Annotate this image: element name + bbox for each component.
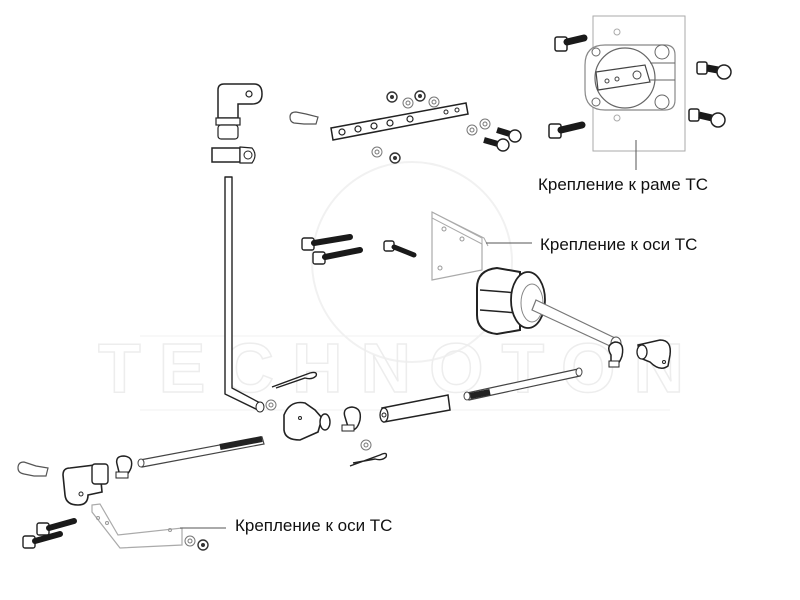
washer	[360, 439, 372, 451]
coupler-knob	[476, 266, 546, 336]
connector-top	[211, 146, 256, 164]
small-bolt	[496, 127, 522, 143]
nut	[197, 539, 209, 551]
elbow-fitting-right	[636, 339, 672, 369]
elbow-fitting-middle	[283, 401, 331, 441]
elbow-fitting-bottom	[62, 463, 109, 506]
axle-bolt	[36, 518, 77, 536]
frame-mount-plate	[584, 15, 686, 152]
ball-stud	[17, 461, 49, 477]
axle-bolt	[301, 234, 353, 251]
cotter-pin	[349, 452, 388, 467]
washer	[184, 535, 196, 547]
threaded-rod-bottom	[137, 436, 265, 468]
nut	[389, 152, 401, 164]
ball-stud	[289, 111, 319, 125]
perforated-strip	[330, 102, 469, 141]
elbow-fitting-top	[215, 83, 263, 140]
hose-clamp	[115, 455, 133, 479]
washer	[402, 97, 414, 109]
cotter-pin	[271, 371, 318, 389]
washer	[479, 118, 491, 130]
nut	[386, 91, 398, 103]
label-axle-mount-top: Крепление к оси ТС	[540, 235, 698, 254]
hose-clamp	[341, 406, 362, 432]
nut	[414, 90, 426, 102]
hose-clamp	[608, 341, 624, 368]
washer	[466, 124, 478, 136]
frame-bolt	[554, 34, 588, 52]
frame-bolt	[696, 61, 732, 80]
watermark-circle	[311, 161, 513, 363]
hex-coupler	[379, 394, 451, 423]
label-frame-mount: Крепление к раме ТС	[538, 175, 709, 194]
rod-end	[255, 401, 265, 413]
washer	[371, 146, 383, 158]
small-bolt	[483, 137, 510, 152]
threaded-rod-middle	[463, 367, 583, 401]
axle-bolt	[383, 240, 417, 258]
axle-bracket-top	[431, 211, 489, 281]
watermark-text: TECHNOTON	[98, 329, 702, 407]
axle-bracket-bottom	[91, 503, 183, 549]
frame-bolt	[688, 108, 726, 128]
frame-bolt	[548, 121, 586, 139]
washer	[265, 399, 277, 411]
axle-bolt	[22, 531, 63, 549]
axle-bolt	[312, 247, 363, 265]
label-axle-mount-bottom: Крепление к оси ТС	[235, 516, 393, 535]
washer	[428, 96, 440, 108]
